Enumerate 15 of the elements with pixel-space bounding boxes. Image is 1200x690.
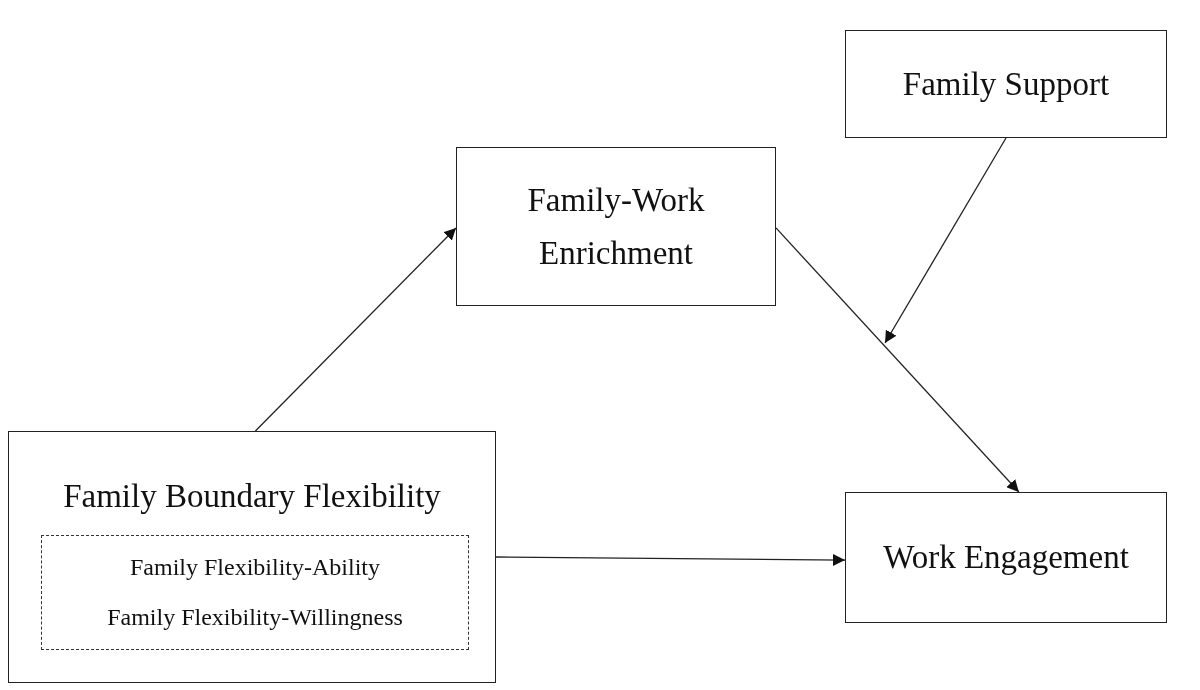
variable-box <box>8 431 496 683</box>
variable-label: Family Support <box>902 64 1110 104</box>
variable-box <box>456 147 776 306</box>
dimension-label: Family Flexibility-Willingness <box>107 603 403 633</box>
variable-label: Work Engagement <box>883 538 1129 578</box>
variable-box <box>845 30 1167 138</box>
arrow <box>884 137 1007 344</box>
variable-box <box>845 492 1167 623</box>
arrow <box>775 227 1020 493</box>
arrow <box>254 227 457 432</box>
dimension-label: Family Flexibility-Ability <box>130 552 380 582</box>
arrow <box>495 554 846 566</box>
variable-label: Family Boundary Flexibility <box>63 477 441 516</box>
variable-label: Family-Work Enrichment <box>526 180 706 273</box>
dashed-group-box <box>41 535 469 650</box>
